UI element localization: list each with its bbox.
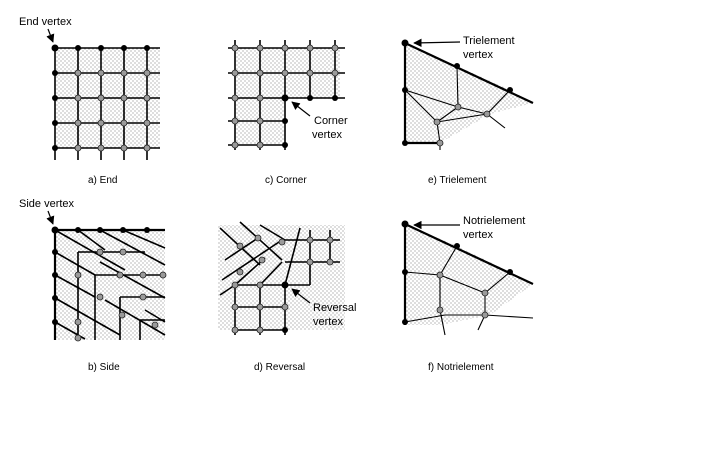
panel-a-end: End vertex a) End (19, 16, 160, 186)
panel-b-side: Side vertex b) Side (19, 198, 167, 373)
panel-a-arrow (46, 28, 55, 43)
panel-b-arrow (46, 210, 55, 225)
panel-d-reversal: Reversal vertex d) Reversal (218, 221, 356, 373)
panel-d-callout-line2: vertex (313, 316, 343, 328)
panel-c-callout-line2: vertex (312, 129, 342, 141)
panel-c-arrow (291, 101, 311, 117)
panel-b-caption: b) Side (88, 362, 120, 373)
panel-f-vertices (401, 220, 513, 325)
panel-d-vertices (231, 234, 334, 334)
panel-a-callout: End vertex (19, 16, 72, 28)
panel-c-corner: Corner vertex c) Corner (228, 40, 348, 186)
panel-f-caption: f) Notrielement (428, 362, 494, 373)
panel-f-callout-line1: Notrielement (463, 215, 525, 227)
panel-e-callout-line2: vertex (463, 49, 493, 61)
panel-e-arrow (413, 38, 461, 48)
panel-d-arrow (291, 288, 311, 304)
panel-e-callout-line1: Trielement (463, 35, 515, 47)
panel-e-trielement: Trielement vertex e) Trielement (401, 35, 534, 186)
panel-f-callout-line2: vertex (463, 229, 493, 241)
panel-a-caption: a) End (88, 175, 117, 186)
panel-d-caption: d) Reversal (254, 362, 305, 373)
panel-b-callout: Side vertex (19, 198, 75, 210)
panel-d-callout-line1: Reversal (313, 302, 356, 314)
panel-c-caption: c) Corner (265, 175, 307, 186)
panel-f-notrielement: Notrielement vertex f) Notrielement (401, 215, 534, 373)
panel-c-vertices (231, 44, 339, 149)
panel-a-vertices (51, 44, 151, 152)
panel-b-vertices (51, 226, 167, 342)
panel-c-callout-line1: Corner (314, 115, 348, 127)
panel-e-caption: e) Trielement (428, 175, 487, 186)
panel-e-vertices (401, 39, 513, 147)
